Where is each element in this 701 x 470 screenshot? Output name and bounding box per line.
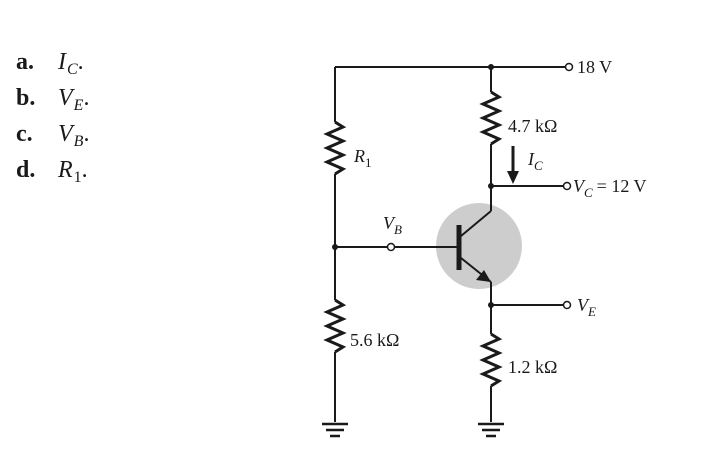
ic-label: IC bbox=[527, 149, 543, 173]
question-list: a.IC.b.VE.c.VB.d.R1. bbox=[16, 44, 89, 188]
question-subscript: B bbox=[73, 133, 84, 150]
question-item: c. VB. bbox=[16, 116, 89, 152]
vb-label: VB bbox=[383, 213, 402, 237]
question-item: d. R1. bbox=[16, 152, 89, 188]
question-letter: c. bbox=[16, 121, 33, 147]
question-subscript: 1 bbox=[73, 169, 82, 186]
vb-terminal[interactable] bbox=[386, 242, 396, 252]
resistor-rc bbox=[479, 90, 503, 146]
question-item: a. IC. bbox=[16, 44, 89, 80]
ic-arrow-icon bbox=[507, 146, 519, 184]
question-variable: R bbox=[58, 157, 73, 183]
resistor-r1 bbox=[323, 120, 347, 176]
ic-var: I bbox=[527, 149, 535, 169]
vc-sub: C bbox=[584, 185, 593, 200]
ve-sub: E bbox=[587, 304, 596, 319]
r2-label: 5.6 kΩ bbox=[350, 330, 399, 350]
ground-left-icon bbox=[322, 422, 348, 438]
ground-right-icon bbox=[478, 422, 504, 438]
r1-label: R1 bbox=[353, 146, 372, 170]
supply-label: 18 V bbox=[577, 57, 612, 77]
question-letter: a. bbox=[16, 49, 34, 75]
question-period: . bbox=[83, 85, 90, 111]
emitter-arrow-icon bbox=[476, 270, 491, 282]
question-period: . bbox=[77, 49, 84, 75]
question-subscript: C bbox=[67, 61, 78, 78]
vc-terminal[interactable] bbox=[562, 181, 572, 191]
vc-var: V bbox=[573, 176, 586, 196]
vb-var: V bbox=[383, 213, 396, 233]
question-variable: I bbox=[58, 49, 66, 75]
ic-sub: C bbox=[534, 158, 543, 173]
r1-var: R bbox=[353, 146, 365, 166]
resistor-re bbox=[479, 332, 503, 388]
rc-label: 4.7 kΩ bbox=[508, 116, 557, 136]
question-letter: d. bbox=[16, 157, 36, 183]
question-period: . bbox=[83, 121, 90, 147]
question-letter: b. bbox=[16, 85, 36, 111]
vb-sub: B bbox=[394, 222, 402, 237]
question-variable: V bbox=[58, 121, 73, 147]
supply-terminal[interactable] bbox=[564, 62, 574, 72]
question-subscript: E bbox=[73, 97, 84, 114]
ve-terminal[interactable] bbox=[562, 300, 572, 310]
question-variable: V bbox=[58, 85, 73, 111]
r1-sub: 1 bbox=[365, 155, 372, 170]
transistor-collector-lead bbox=[460, 210, 492, 237]
resistor-r2 bbox=[323, 298, 347, 354]
re-label: 1.2 kΩ bbox=[508, 357, 557, 377]
vc-value: = 12 V bbox=[597, 176, 647, 196]
ve-label: VE bbox=[577, 295, 596, 319]
ve-var: V bbox=[577, 295, 590, 315]
question-period: . bbox=[81, 157, 88, 183]
vc-label: VC = 12 V bbox=[573, 176, 647, 200]
question-item: b. VE. bbox=[16, 80, 89, 116]
